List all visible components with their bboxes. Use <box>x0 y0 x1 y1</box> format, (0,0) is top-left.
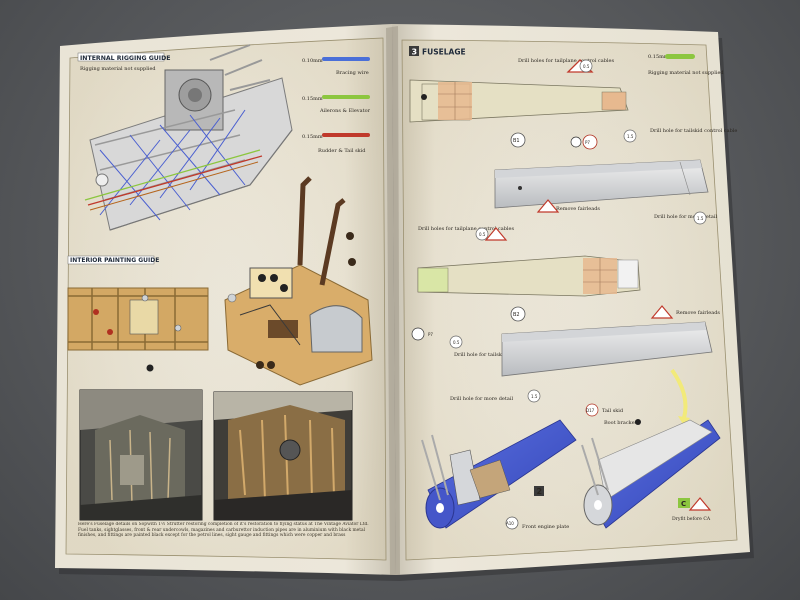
interior-painting-panel: INTERIOR PAINTING GUIDE <box>67 255 209 372</box>
assembly-arrow-icon <box>670 368 688 419</box>
size-circle-icon <box>693 211 707 225</box>
size-circle-icon <box>527 389 541 403</box>
label-part-p7-top: P7 <box>585 140 590 145</box>
legend-label-rudder: Rudder & Tail skid <box>318 148 366 154</box>
warning-triangle-icon <box>688 497 712 511</box>
label-drill-tailskid-top: Drill hole for tailskid control cable <box>650 128 737 134</box>
legend-label-ailerons: Ailerons & Elevator <box>319 108 371 114</box>
label-front-engine-plate: Front engine plate <box>522 524 569 530</box>
label-size-15-c: 1.5 <box>531 394 538 399</box>
painting-side-frame-illustration <box>67 287 209 372</box>
arrow-head-icon <box>678 416 690 426</box>
mouse-part-icon <box>411 327 425 341</box>
booklet-spine <box>386 26 400 575</box>
section-title: FUSELAGE <box>422 48 466 57</box>
part-badge-icon <box>582 134 598 150</box>
photo-caption: Here's Fuselage details on Sopwith 1½ St… <box>78 522 369 539</box>
cockpit-interior-illustration <box>224 176 373 386</box>
rudder-wire-swatch <box>322 133 370 137</box>
section-number: 3 <box>412 48 418 57</box>
label-part-b1: B1 <box>513 138 520 144</box>
cockpit-photo-left <box>79 389 203 521</box>
fuselage-section-header: 3 FUSELAGE <box>409 46 466 57</box>
painting-guide-title: INTERIOR PAINTING GUIDE <box>70 257 159 264</box>
label-part-a10: A10 <box>506 521 514 526</box>
step-c-box <box>678 498 690 508</box>
part-d17-badge <box>585 403 599 417</box>
legend-label-bracing: Bracing wire <box>336 70 369 76</box>
label-rigging-size: 0.15mm <box>648 54 669 60</box>
part-b2-badge <box>510 306 526 322</box>
label-step-2: 2 <box>537 487 543 496</box>
part-b1-badge <box>510 132 526 148</box>
step-2-box <box>534 486 544 496</box>
label-rigging-not-supplied: Rigging material not supplied <box>648 70 724 76</box>
green-rigging-swatch <box>665 54 695 59</box>
photo-caption-text: Here's Fuselage details on Sopwith 1½ St… <box>78 522 369 539</box>
label-size-05-top: 0.5 <box>583 64 590 69</box>
label-remove-fairleads-1: Remove fairleads <box>556 206 600 212</box>
label-dry-fit: Dryfit before CA <box>672 516 711 522</box>
rigging-fuselage-illustration <box>84 44 293 231</box>
fuselage-blue-assembly <box>421 419 577 529</box>
size-circle-icon <box>475 227 489 241</box>
size-circle-icon <box>579 59 593 73</box>
label-step-c: C <box>681 500 686 508</box>
label-part-p7-mid: P7 <box>428 332 433 337</box>
label-size-15-top: 1.5 <box>627 134 634 139</box>
legend-size-ailerons: 0.15mm <box>302 96 323 102</box>
label-drill-more-detail-2: Drill hole for more detail <box>450 396 513 402</box>
rigging-guide-panel: INTERNAL RIGGING GUIDE Rigging material … <box>77 44 371 231</box>
fuselage-assembled-b2 <box>501 321 713 377</box>
rigging-legend: 0.10mm Bracing wire 0.15mm Ailerons & El… <box>302 57 371 154</box>
fuselage-grey-assembly <box>581 419 721 529</box>
label-size-15-b: 1.5 <box>697 216 704 221</box>
ailerons-wire-swatch <box>322 95 370 99</box>
cockpit-photo-right <box>213 391 353 521</box>
rigging-guide-subtitle: Rigging material not supplied <box>80 66 156 72</box>
legend-size-bracing: 0.10mm <box>302 58 323 64</box>
size-circle-icon <box>623 129 637 143</box>
warning-triangle-icon <box>536 199 560 213</box>
part-a10-badge <box>505 516 519 530</box>
label-drill-tailplane-mid: Drill holes for tailplane control cables <box>418 226 514 232</box>
fuselage-half-top <box>409 79 629 123</box>
label-part-d17: D17 <box>586 408 595 413</box>
label-drill-tailplane-top: Drill holes for tailplane control cables <box>518 58 614 64</box>
bracing-wire-swatch <box>322 57 370 61</box>
label-size-05-low: 0.5 <box>453 340 460 345</box>
fuselage-assembled-b1 <box>494 159 709 209</box>
size-circle-icon <box>449 335 463 349</box>
label-remove-fairleads-2: Remove fairleads <box>676 310 720 316</box>
fuselage-half-middle <box>417 255 641 297</box>
label-drill-more-detail-1: Drill hole for more detail <box>654 214 717 220</box>
legend-size-rudder: 0.15mm <box>302 134 323 140</box>
label-tail-skid: Tail skid <box>602 408 624 414</box>
label-boot-bracket: Boot bracket <box>604 420 637 426</box>
warning-triangle-icon <box>650 305 674 319</box>
label-size-05-mid: 0.5 <box>479 232 486 237</box>
label-drill-tailskid-mid: Drill hole for tailskid control cable <box>454 352 541 358</box>
black-paint-dot-icon <box>635 419 641 425</box>
warning-triangle-icon <box>484 227 508 241</box>
rigging-guide-title: INTERNAL RIGGING GUIDE <box>80 55 170 62</box>
mouse-part-icon <box>570 136 582 148</box>
label-part-b2: B2 <box>513 312 520 318</box>
